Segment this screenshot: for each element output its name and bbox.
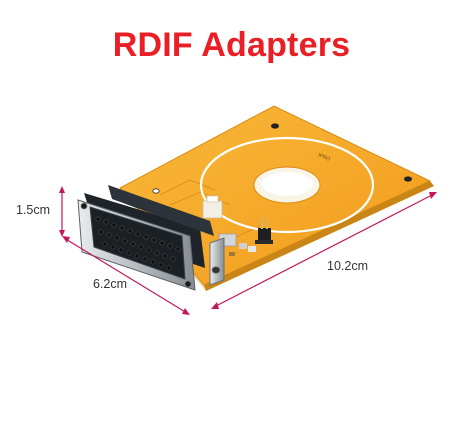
height-dimension-label: 1.5cm (16, 203, 51, 217)
antenna-coil: IPRO (199, 136, 375, 234)
jumper-header (255, 218, 273, 244)
width-dimension-label: 6.2cm (93, 277, 128, 291)
length-dimension-label: 10.2cm (327, 259, 368, 273)
db25-connector (77, 185, 225, 291)
board-marking: IPRO (317, 152, 331, 162)
page-title: RDIF Adapters (112, 26, 351, 64)
dimension-lines (59, 186, 437, 315)
small-components (202, 195, 256, 256)
